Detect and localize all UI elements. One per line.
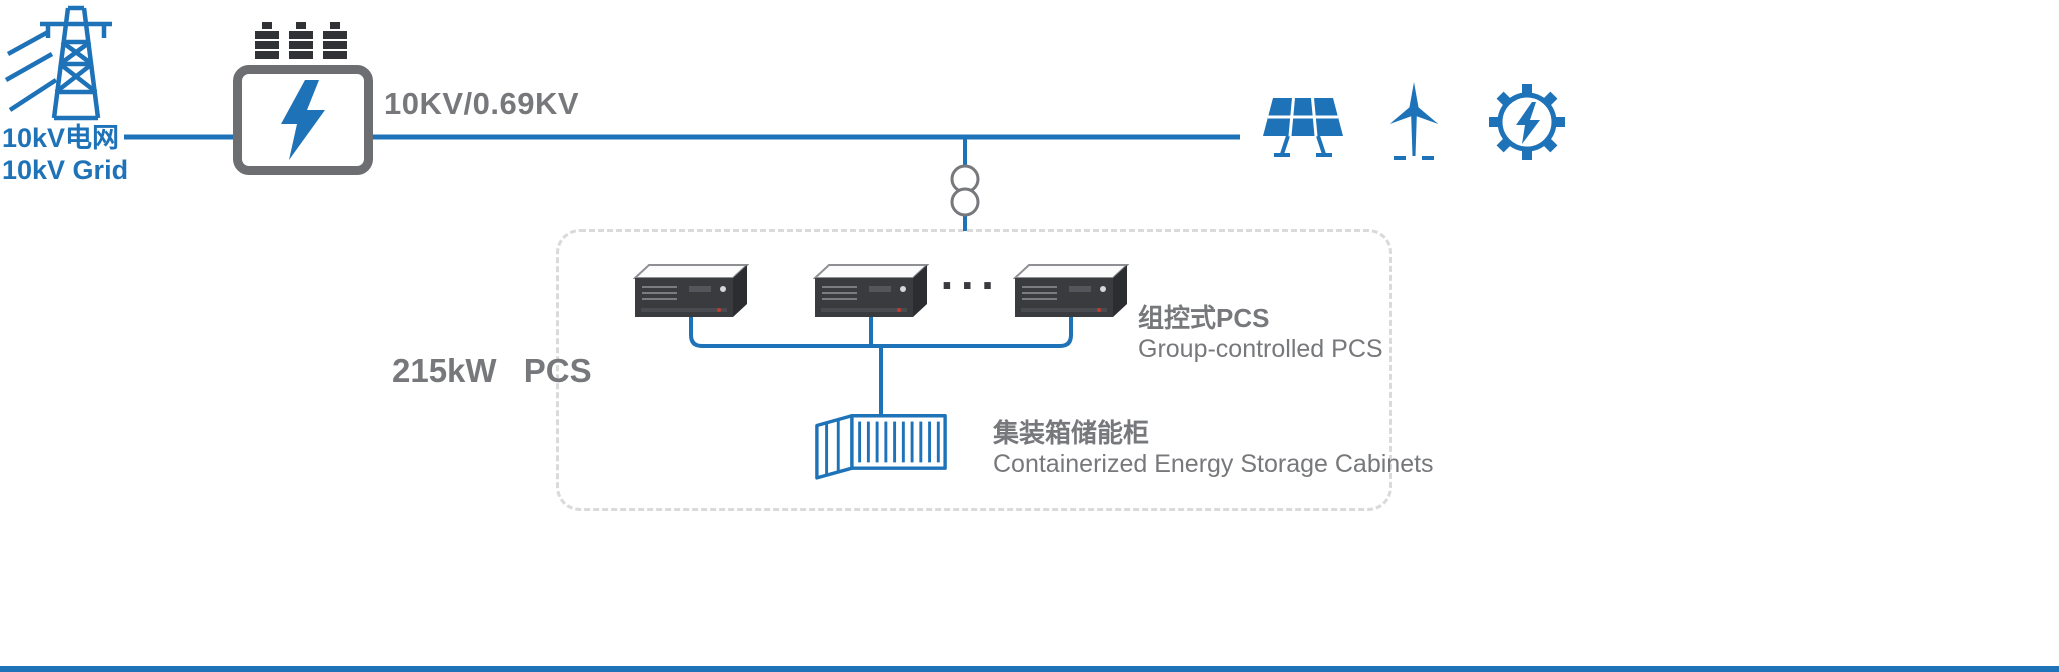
transformer-icon — [233, 22, 373, 175]
pcs-group-label-block: 组控式PCS Group-controlled PCS — [1138, 302, 1383, 365]
storage-label-en: Containerized Energy Storage Cabinets — [993, 450, 1434, 478]
pcs-power-label: 215kW PCS — [392, 352, 592, 389]
lightning-bolt-icon — [281, 80, 325, 160]
transformer-symbol-icon — [950, 187, 980, 217]
pcs-unit-icon — [632, 262, 750, 327]
transformer-body — [233, 65, 373, 175]
pcs-ellipsis: ··· — [940, 259, 1002, 311]
pcs-group-boundary — [556, 229, 1392, 511]
storage-label-block: 集装箱储能柜 Containerized Energy Storage Cabi… — [993, 417, 1434, 480]
pcs-unit-icon — [812, 262, 930, 327]
transmission-tower-icon — [4, 2, 126, 129]
generator-gear-icon — [1482, 76, 1572, 173]
solar-panel-icon — [1256, 92, 1348, 169]
wind-turbine-icon — [1374, 80, 1454, 169]
storage-label-cn: 集装箱储能柜 — [993, 418, 1150, 448]
pcs-group-label-en: Group-controlled PCS — [1138, 335, 1383, 363]
transformer-bushings — [255, 22, 347, 59]
grid-label-cn: 10kV电网 — [2, 123, 120, 153]
storage-container-icon — [813, 402, 949, 485]
grid-label-en: 10kV Grid — [2, 155, 129, 185]
pcs-unit-icon — [1012, 262, 1130, 327]
pcs-group-label-cn: 组控式PCS — [1138, 303, 1270, 333]
grid-label-block: 10kV电网 10kV Grid — [2, 122, 128, 186]
voltage-ratio-label: 10KV/0.69KV — [384, 86, 580, 121]
